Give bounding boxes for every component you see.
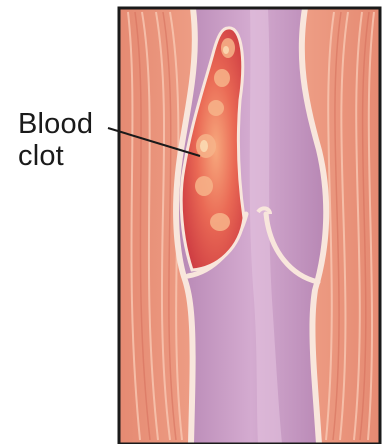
callout-label-blood: Blood	[18, 108, 93, 140]
callout-label-clot: clot	[18, 140, 64, 172]
